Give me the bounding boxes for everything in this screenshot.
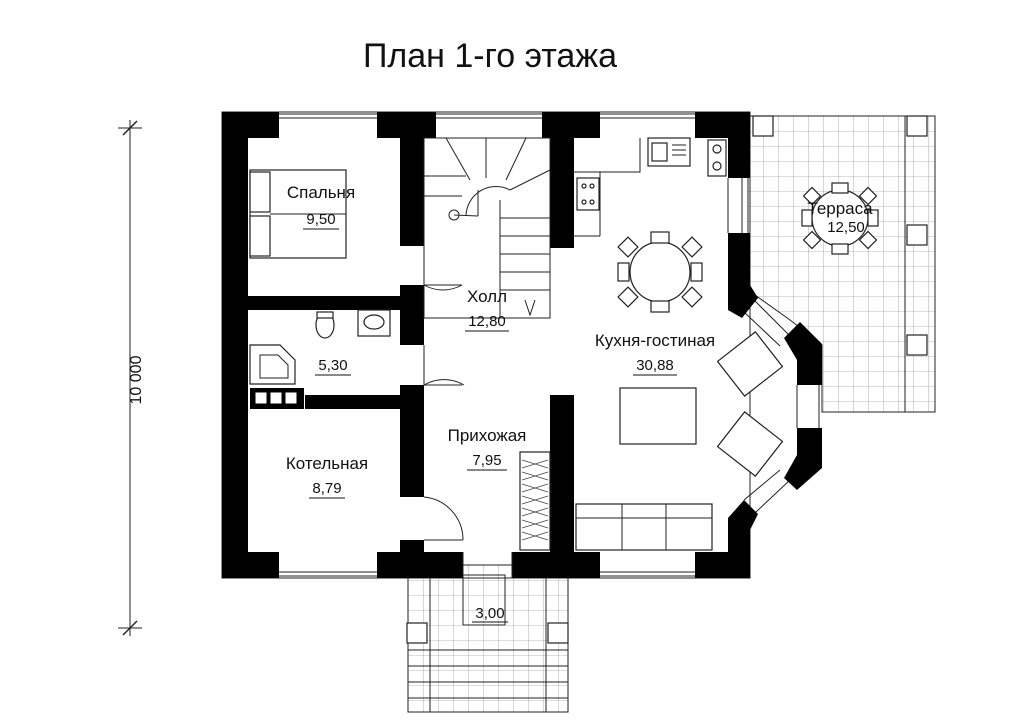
room-area-kitchen-living: 30,88 [636, 357, 674, 374]
room-area-bathroom: 5,30 [318, 357, 347, 374]
bed [249, 169, 347, 259]
bathroom-fixtures [249, 309, 391, 409]
dimension-label: 10 000 [128, 355, 145, 404]
room-name-boiler: Котельная [286, 454, 368, 473]
room-area-hall: 12,80 [468, 313, 506, 330]
terrace [747, 115, 936, 413]
room-name-entrance: Прихожая [448, 426, 527, 445]
dimension-line [118, 120, 142, 636]
staircase [423, 137, 551, 319]
kitchen-fixtures [574, 137, 727, 237]
room-name-hall: Холл [467, 287, 507, 306]
room-area-bedroom: 9,50 [306, 211, 335, 228]
windows [279, 113, 820, 577]
plan-title: План 1-го этажа [363, 37, 617, 75]
room-name-kitchen-living: Кухня-гостиная [595, 331, 715, 350]
room-name-terrace: Терраса [807, 199, 873, 218]
room-area-boiler: 8,79 [312, 480, 341, 497]
walls [222, 112, 822, 578]
living-furniture [575, 331, 784, 551]
doors [423, 246, 513, 578]
room-area-porch: 3,00 [475, 605, 504, 622]
room-area-entrance: 7,95 [472, 452, 501, 469]
room-name-bedroom: Спальня [287, 183, 355, 202]
room-area-terrace: 12,50 [827, 219, 865, 236]
dining-table [617, 231, 703, 313]
room-labels: Спальня 9,50 Холл 12,80 5,30 Кухня-гости… [286, 183, 873, 623]
shoe-rack [519, 451, 551, 551]
porch [406, 564, 569, 713]
